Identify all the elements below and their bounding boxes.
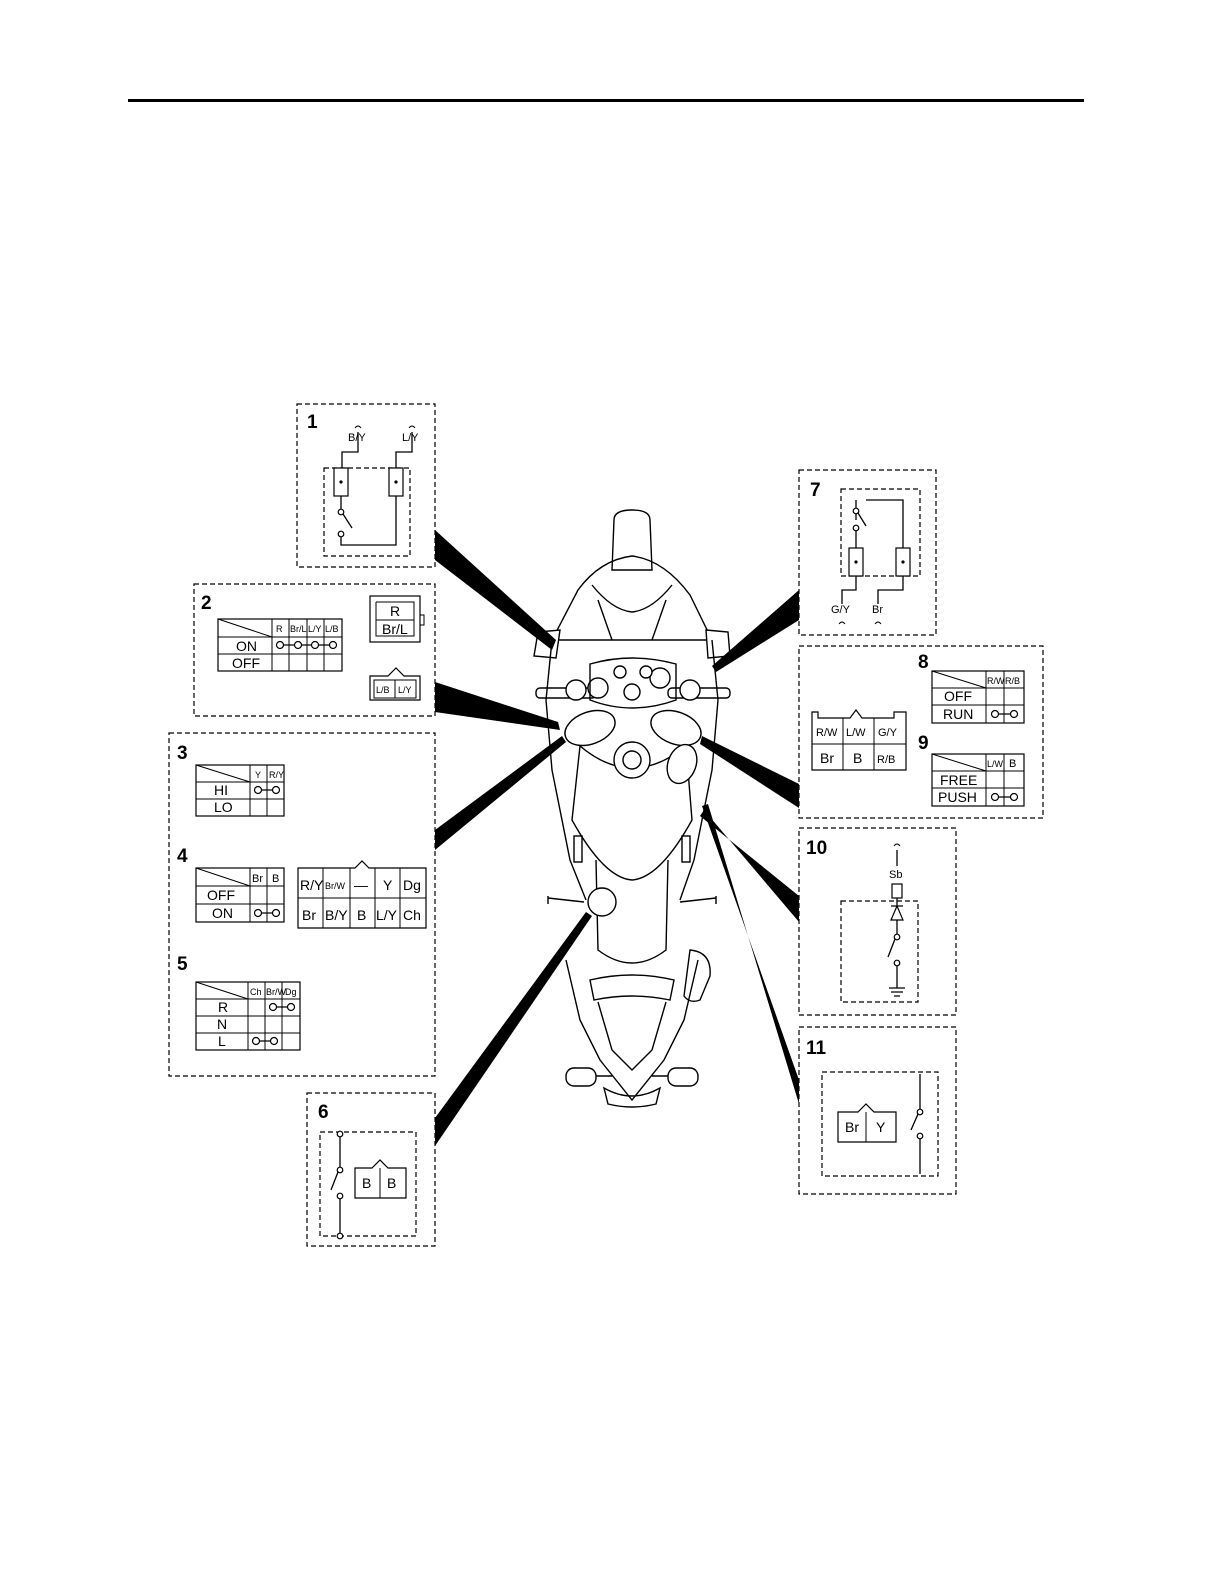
table-column-header: Y [255,770,261,780]
table-row-label: RUN [943,706,973,722]
table-row-label: OFF [944,688,972,704]
table-column-header: Br/W [266,987,287,997]
table-column-header: Ch [250,987,262,997]
connector-pin: L/B [376,685,390,695]
connector-pin: Br [820,750,834,766]
wire-color-label: Sb [889,869,902,881]
motorcycle-top-view [534,510,730,1107]
table-row-label: PUSH [938,789,977,805]
table-column-header: R/B [1005,676,1020,686]
leader-lines [435,530,799,1146]
connector-pin: Br [302,907,316,923]
component-7-brake-light-switch: 7 G/Y Br [799,470,936,635]
component-6-sidestand-switch: 6 B B [307,1093,435,1246]
component-10-neutral-switch: 10 Sb [799,828,956,1015]
connector-pin: Br/L [382,621,408,637]
connector-pin: Br/W [325,881,346,891]
table-column-header: Br/L [290,624,307,634]
table-row-label: ON [212,905,233,921]
component-number: 8 [918,652,929,673]
table-column-header: R/Y [269,770,284,780]
component-number: 9 [918,733,929,754]
table-row-label: OFF [232,655,260,671]
table-column-header: L/B [325,624,339,634]
table-row-label: FREE [940,772,977,788]
table-column-header: R/W [987,676,1005,686]
connector-pin: G/Y [878,727,898,739]
component-1-clutch-switch: 1 B/Y L/Y [297,404,435,567]
table-row-label: L [218,1033,226,1049]
component-number: 11 [806,1038,827,1059]
connector-pin: R/W [816,727,838,739]
connector-pin: B/Y [325,907,348,923]
connector-pin: Ch [403,907,421,923]
component-4-horn-switch: 4 Br B OFF ON R/Y Br/W — Y Dg Br B/Y B L… [177,846,426,928]
wire-color-label: L/Y [402,432,419,444]
table-row-label: R [218,999,228,1015]
component-number: 6 [318,1102,329,1123]
component-number: 2 [201,593,212,614]
connector-pin: R/Y [300,877,324,893]
connector-pin: — [354,877,368,893]
table-column-header: B [272,873,279,885]
component-11-fuel-pump-switch: 11 Br Y [799,1027,956,1194]
component-number: 10 [806,838,827,859]
wire-color-label: Br [872,604,883,616]
table-column-header: R [276,624,283,634]
connector-pin: L/Y [398,685,412,695]
table-column-header: Br [252,873,263,885]
component-2-main-switch: 2 R Br/L L/Y L/B ON OFF R Br/L L/B L/Y [194,584,435,716]
connector-pin: Y [383,877,393,893]
wire-color-label: G/Y [831,604,851,616]
connector-pin: L/Y [376,907,398,923]
connector-pin: B [387,1175,396,1191]
component-number: 7 [810,480,821,501]
table-row-label: ON [236,638,257,654]
connector-pin: B [853,750,862,766]
table-row-label: LO [214,799,233,815]
component-number: 4 [177,846,188,867]
table-row-label: HI [214,782,228,798]
connector-pin: B [357,907,366,923]
table-row-label: OFF [207,887,235,903]
table-column-header: Dg [285,987,297,997]
table-column-header: L/Y [308,624,322,634]
connector-pin: R [390,603,400,619]
table-column-header: B [1009,758,1016,770]
connector-pin: R/B [877,754,895,766]
table-column-header: L/W [987,759,1004,769]
component-5-turn-signal-switch: 5 Ch Br/W Dg R N L [177,954,300,1050]
table-row-label: N [217,1016,227,1032]
connector-pin: Br [845,1119,859,1135]
connector-pin: Y [876,1119,886,1135]
wire-color-label: B/Y [348,432,366,444]
component-8-9-right-handlebar: R/W L/W G/Y Br B R/B 8 R/W R/B OFF RUN 9… [799,646,1043,818]
component-number: 3 [177,743,188,764]
connector-pin: L/W [846,727,866,739]
connector-pin: Dg [403,877,421,893]
component-3-dimmer-switch: 3 Y R/Y HI LO [177,743,284,816]
component-number: 1 [307,412,318,433]
component-number: 5 [177,954,188,975]
connector-pin: B [362,1175,371,1191]
